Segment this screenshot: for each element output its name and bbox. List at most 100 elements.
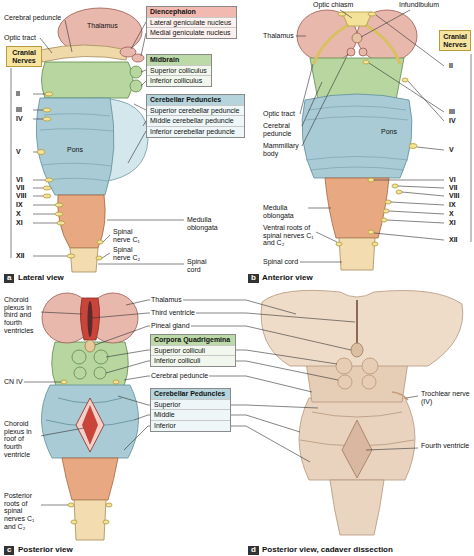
group-heading: Corpora Quadrigemina [151, 335, 235, 345]
pons-shape [36, 98, 114, 195]
structure-label: Thalamus [262, 32, 295, 40]
cranial-nerve-number: X [448, 210, 455, 218]
nerve-root [363, 60, 369, 64]
cranial-nerve-number: IX [448, 201, 457, 209]
nerve-root [368, 230, 374, 234]
structure-label: Third ventricle [150, 309, 196, 317]
structure-name: Inferior colliculus [147, 75, 211, 86]
structure-group-box: Cerebellar PedunclesSuperiorMiddleInferi… [150, 388, 231, 432]
cranial-nerve-number: X [15, 210, 22, 218]
medulla-shape [58, 195, 105, 248]
colliculus [338, 375, 352, 389]
colliculus [74, 367, 86, 379]
nerve-root [338, 12, 346, 16]
cerebellar-peduncle-shape [299, 398, 415, 480]
cranial-nerves-box: Cranial Nerves [439, 30, 471, 51]
structure-group-box: Corpora QuadrigeminaSuperior colliculiIn… [150, 334, 236, 367]
nerve-root [55, 212, 63, 216]
panel-letter: a [4, 274, 14, 283]
panel-title: Anterior view [261, 274, 314, 283]
structure-label: Cerebral peduncle [3, 14, 62, 22]
cranial-nerve-number: VII [15, 184, 26, 192]
cranial-nerve-number: VIII [15, 192, 28, 200]
structure-label: Optic tract [262, 110, 296, 118]
panel-letter: d [248, 546, 259, 555]
spinal-cord-shape [70, 248, 98, 272]
choroid-plexus [80, 298, 99, 340]
medulla-shape [330, 480, 384, 535]
structure-name: Middle cerebellar peduncle [147, 115, 244, 126]
pons-striations [40, 114, 113, 181]
cranial-nerves-box: Cranial Nerves [6, 46, 42, 67]
thalamus-shape [261, 290, 463, 366]
cranial-nerve-number: VII [448, 184, 459, 192]
structure-label: Spinal cord [186, 258, 218, 273]
nerve-root [43, 117, 51, 121]
structure-group-box: Cerebellar PedunclesSuperior cerebellar … [146, 94, 245, 138]
group-heading: Cranial Nerves [7, 47, 41, 66]
nerve-root [45, 178, 53, 182]
structure-label: Medulla oblongata [262, 204, 308, 219]
nerve-root [45, 92, 53, 96]
group-heading: Midbrain [147, 55, 211, 65]
colliculus [72, 350, 86, 364]
colliculus [130, 66, 142, 78]
nerve-root [68, 503, 74, 507]
structure-name: Superior [151, 399, 230, 410]
cranial-nerve-number: XII [15, 252, 26, 260]
cerebellar-peduncle-shape [41, 385, 138, 458]
structure-label: Ventral roots of spinal nerves C₁ and C₂ [262, 224, 316, 247]
nerve-root [43, 186, 51, 190]
cerebral-peduncle-shape [40, 45, 128, 62]
structure-name: Superior cerebellar peduncle [147, 105, 244, 116]
group-heading: Cerebellar Peduncles [151, 389, 230, 399]
cranial-nerve-number: III [15, 106, 23, 114]
nerve-root [381, 218, 387, 222]
infundibulum-shape [352, 33, 362, 43]
structure-label: Pons [380, 128, 398, 136]
pons-shape [302, 94, 412, 178]
structure-label: CN IV [3, 378, 24, 386]
nerve-root [396, 190, 402, 194]
spinal-cord-shape [74, 500, 106, 540]
structure-group-box: MidbrainSuperior colliculusInferior coll… [146, 54, 212, 87]
panel-title: Posterior view [17, 546, 74, 555]
structure-name: Middle [151, 409, 230, 420]
cranial-nerve-number: XII [448, 236, 459, 244]
nerve-root [402, 78, 408, 82]
optic-tract-shape [314, 24, 400, 64]
colliculus [362, 358, 378, 374]
cranial-nerve-number: II [448, 62, 454, 70]
medulla-shape [62, 458, 118, 500]
colliculus [362, 375, 376, 389]
nerve-root [55, 203, 63, 207]
group-heading: Cranial Nerves [440, 31, 470, 50]
nerve-root [113, 380, 119, 384]
pineal-gland-shape [85, 340, 95, 352]
structure-label: Spinal nerve C₁ [112, 228, 148, 243]
structure-group-box: DiencephalonLateral geniculate nucleusMe… [146, 6, 237, 39]
nerve-root [67, 254, 75, 258]
panel-letter: c [4, 546, 14, 555]
structure-label: Spinal nerve C₂ [112, 246, 148, 261]
cranial-nerve-number: XI [448, 219, 457, 227]
cranial-nerve-number: VI [15, 176, 24, 184]
structure-name: Lateral geniculate nucleus [147, 17, 236, 28]
nerve-root [409, 144, 417, 149]
third-ventricle-shape [88, 301, 93, 337]
medulla-shape [325, 178, 389, 238]
panel-title: Posterior view, cadaver dissection [261, 546, 394, 555]
structure-name: Inferior cerebellar peduncle [147, 126, 244, 137]
structure-label: Pineal gland [150, 322, 191, 330]
structure-label: Choroid plexus in roof of fourth ventric… [3, 420, 41, 458]
nerve-root [103, 520, 109, 524]
nerve-root [383, 209, 389, 213]
midbrain-shape [42, 62, 134, 98]
structure-label: Choroid plexus in third and fourth ventr… [3, 296, 41, 334]
group-heading: Cerebellar Peduncles [147, 95, 244, 105]
spinal-cord-shape [339, 238, 375, 270]
mammillary-body-shape [347, 48, 355, 56]
nerve-root [96, 256, 102, 260]
